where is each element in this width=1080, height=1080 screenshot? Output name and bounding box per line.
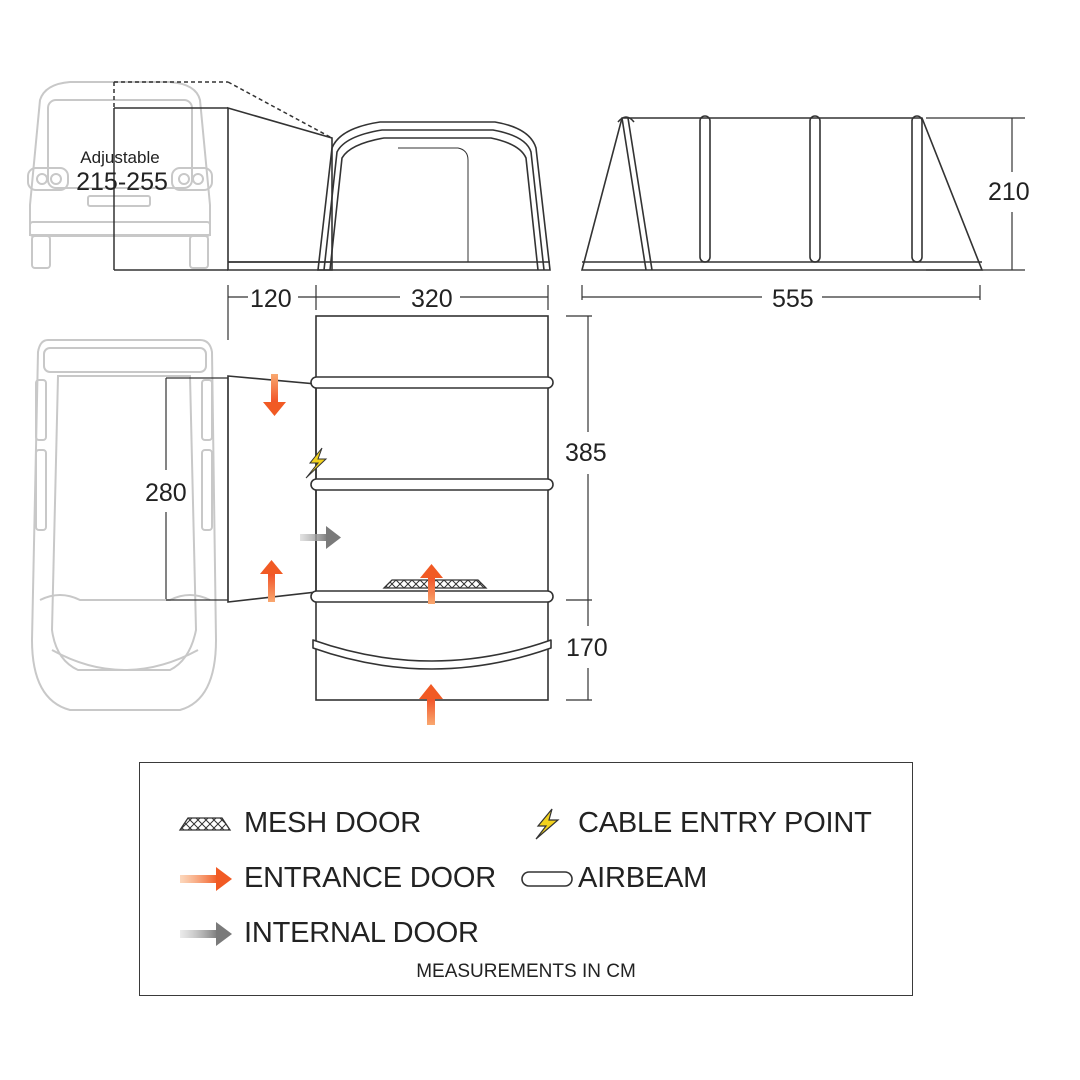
adjustable-height-marker xyxy=(113,81,333,271)
legend-box: MESH DOOR CABLE ENTRY POINT ENTRANCE DOO… xyxy=(139,762,913,996)
legend-label: MESH DOOR xyxy=(244,807,422,839)
airbeams xyxy=(310,376,554,670)
internal-door-arrow xyxy=(300,526,341,549)
dim-annex-width: 120 xyxy=(250,285,292,313)
airbeam-icon xyxy=(520,864,578,894)
cable-entry-point xyxy=(305,447,328,479)
mesh-door-icon xyxy=(178,809,244,839)
legend-label: AIRBEAM xyxy=(578,862,708,894)
entrance-arrow-mesh xyxy=(420,564,443,604)
dim-height: 210 xyxy=(988,178,1030,206)
dim-main-width: 320 xyxy=(411,285,453,313)
side-profile xyxy=(227,106,551,271)
entrance-arrow-annex-top xyxy=(263,374,286,416)
floor-plan xyxy=(166,315,549,701)
dim-porch-depth: 170 xyxy=(566,634,608,662)
lightning-icon xyxy=(532,808,578,839)
orange-arrow-icon xyxy=(178,864,244,894)
legend-label: CABLE ENTRY POINT xyxy=(578,807,872,839)
measurements-note: MEASUREMENTS IN CM xyxy=(416,961,636,982)
legend-label: INTERNAL DOOR xyxy=(244,917,479,949)
legend-item-mesh-door: MESH DOOR xyxy=(178,807,421,840)
dim-plan-length: 385 xyxy=(565,439,607,467)
dim-profile-length: 555 xyxy=(772,285,814,313)
dim-van-width: 280 xyxy=(145,479,187,507)
legend-label: ENTRANCE DOOR xyxy=(244,862,496,894)
freestanding-profile xyxy=(580,115,984,271)
entrance-door-arrows xyxy=(260,374,443,725)
van-rear-view xyxy=(27,81,213,269)
legend-item-airbeam: AIRBEAM xyxy=(520,862,707,895)
adjustable-label: Adjustable xyxy=(80,148,160,167)
dimension-lines xyxy=(165,117,1025,701)
van-top-view xyxy=(30,339,218,711)
entrance-arrow-annex-bottom xyxy=(260,560,283,602)
legend-item-cable-entry: CABLE ENTRY POINT xyxy=(532,807,872,840)
entrance-arrow-front xyxy=(419,684,443,725)
grey-arrow-icon xyxy=(178,919,244,949)
legend-item-entrance-door: ENTRANCE DOOR xyxy=(178,862,496,895)
adjustable-range-label: 215-255 xyxy=(76,168,168,196)
legend-item-internal-door: INTERNAL DOOR xyxy=(178,917,479,950)
